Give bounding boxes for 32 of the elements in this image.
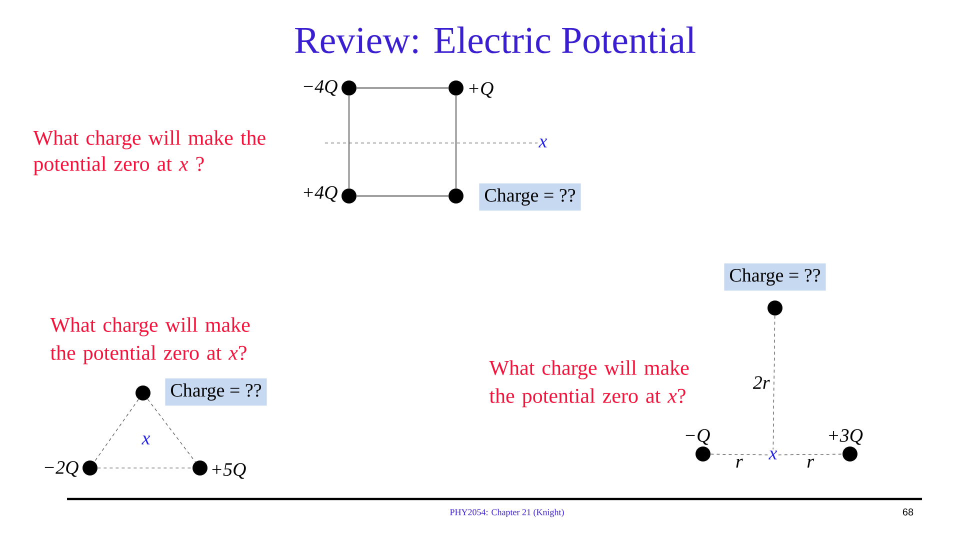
charge-dot <box>768 300 782 316</box>
charge-label: −Q <box>686 429 710 445</box>
charge-box: Charge = ?? <box>724 263 826 291</box>
charge-box: Charge = ?? <box>479 183 581 211</box>
connector-line <box>348 95 350 189</box>
point-label: x <box>142 436 150 444</box>
charge-dot <box>448 188 464 204</box>
charge-label: +Q <box>469 82 494 98</box>
point-label: x <box>538 138 548 148</box>
connector-line <box>94 398 139 462</box>
footer-text: PHY2054: Chapter 21 (Knight) <box>450 508 564 518</box>
connector-line <box>147 398 196 462</box>
connector-line <box>710 454 768 456</box>
charge-label: −4Q <box>304 80 338 96</box>
connector-line <box>772 315 776 450</box>
question-text: What charge will make the potential zero at x ? <box>33 130 266 176</box>
connector-line <box>324 142 538 144</box>
charge-dot <box>136 386 150 400</box>
charge-label: +3Q <box>829 429 863 445</box>
charge-label: +5Q <box>212 463 246 479</box>
point-label: x <box>768 450 778 460</box>
connector-line <box>778 454 843 456</box>
page-number: 68 <box>902 508 914 516</box>
distance-label: r <box>736 458 743 468</box>
slide-title: Review: Electric Potential <box>295 26 696 54</box>
distance-label: r <box>807 458 814 468</box>
question-text: What charge will make the potential zero at x? <box>50 317 250 364</box>
charge-label: −2Q <box>44 461 78 477</box>
distance-label: 2r <box>752 376 770 389</box>
question-text: What charge will make the potential zero at x? <box>489 360 689 408</box>
charge-label: +4Q <box>304 186 338 202</box>
charge-box: Charge = ?? <box>165 378 267 406</box>
